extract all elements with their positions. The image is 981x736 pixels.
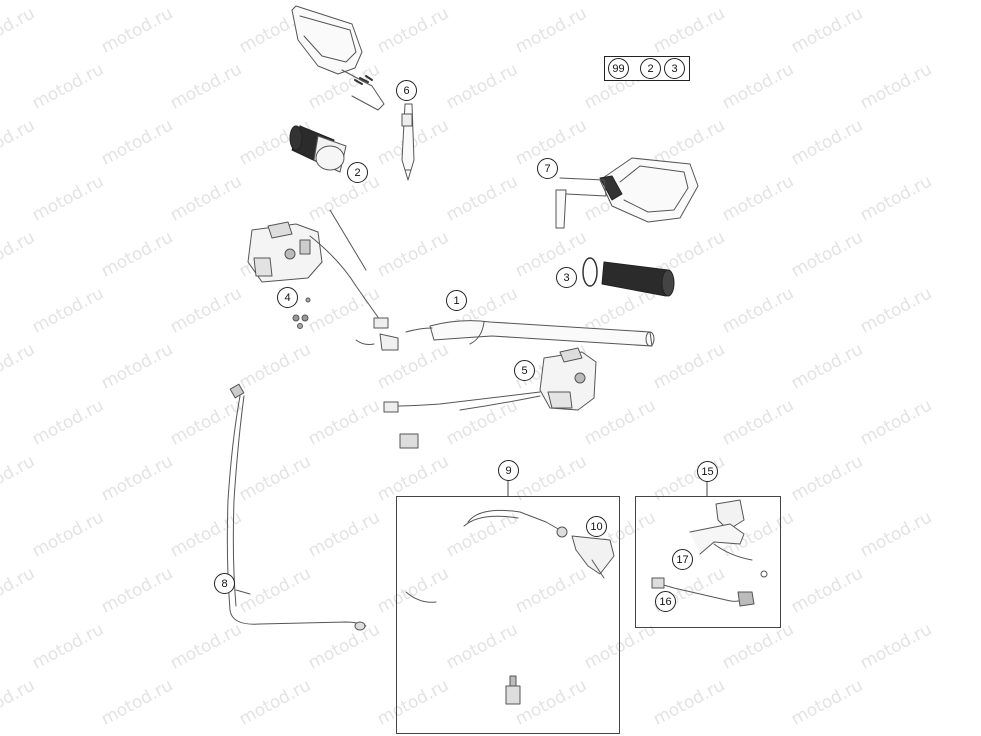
group-box-15 bbox=[635, 496, 781, 628]
callout-part-5[interactable]: 5 bbox=[514, 360, 535, 381]
callout-part-6[interactable]: 6 bbox=[396, 80, 417, 101]
callout-part-2[interactable]: 2 bbox=[347, 162, 368, 183]
group-box-9 bbox=[396, 496, 620, 734]
handlebar-drawing[interactable] bbox=[405, 320, 655, 347]
callout-part-8[interactable]: 8 bbox=[214, 573, 235, 594]
left-grip-drawing[interactable] bbox=[289, 125, 347, 173]
callout-part-1[interactable]: 1 bbox=[446, 290, 467, 311]
callout-kit-99[interactable]: 99 bbox=[608, 58, 629, 79]
clutch-assembly-drawing[interactable] bbox=[405, 509, 615, 705]
callout-part-17[interactable]: 17 bbox=[672, 549, 693, 570]
callout-part-9[interactable]: 9 bbox=[498, 460, 519, 481]
callout-kit-includes-3[interactable]: 3 bbox=[664, 58, 685, 79]
callout-part-3[interactable]: 3 bbox=[556, 267, 577, 288]
callout-part-10[interactable]: 10 bbox=[586, 516, 607, 537]
left-mirror-drawing[interactable] bbox=[291, 5, 385, 111]
left-switch-drawing[interactable] bbox=[247, 221, 323, 329]
callout-part-16[interactable]: 16 bbox=[655, 591, 676, 612]
kit-reference-box[interactable]: 99 2 3 bbox=[604, 56, 690, 81]
right-switch-drawing[interactable] bbox=[383, 347, 597, 449]
right-grip-drawing[interactable] bbox=[582, 257, 675, 297]
callout-part-15[interactable]: 15 bbox=[697, 461, 718, 482]
mirror-stem-drawing[interactable] bbox=[401, 103, 415, 181]
right-mirror-drawing[interactable] bbox=[555, 157, 699, 229]
callout-part-7[interactable]: 7 bbox=[537, 158, 558, 179]
left-switch-cable-drawing bbox=[309, 209, 399, 351]
brake-assembly-drawing[interactable] bbox=[651, 499, 768, 607]
callout-kit-includes-2[interactable]: 2 bbox=[640, 58, 661, 79]
callout-part-4[interactable]: 4 bbox=[277, 287, 298, 308]
cable-drawing[interactable] bbox=[226, 383, 367, 631]
